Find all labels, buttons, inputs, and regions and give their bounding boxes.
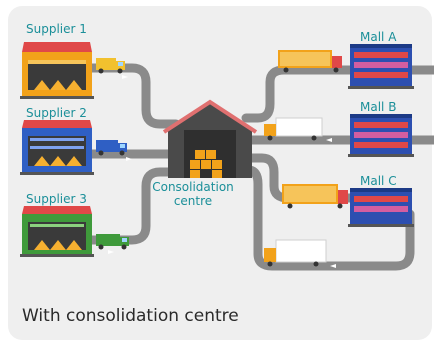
mall-c-building [348,188,414,227]
truck-supplier1 [96,58,125,74]
road-mall-c-loop [241,165,415,271]
mall-a-label: Mall A [360,30,397,44]
supplier3-label: Supplier 3 [26,192,87,206]
truck-mall-c [282,184,348,209]
truck-return [264,239,327,267]
supplier2-label: Supplier 2 [26,106,87,120]
truck-mall-b [264,117,323,141]
supplier2-warehouse [20,120,94,175]
supplier3-warehouse [20,206,94,257]
road-mall-a [241,65,355,123]
truck-supplier2 [96,140,127,156]
mall-a-building [348,44,414,89]
consolidation-label-line2: centre [173,194,213,208]
supplier1-warehouse [20,42,94,99]
consolidation-warehouse [162,99,258,178]
supplier1-label: Supplier 1 [26,22,87,36]
mall-c-label: Mall C [360,174,397,188]
consolidation-label-line1: Consolidation [152,180,234,194]
diagram-caption: With consolidation centre [22,306,239,326]
consolidation-label: Consolidation centre [140,180,246,208]
road-network [87,63,434,271]
arrow-supplier3 [108,250,114,254]
truck-supplier3 [96,234,129,250]
mall-b-label: Mall B [360,100,397,114]
mall-b-building [348,114,414,157]
road-supplier1 [87,63,181,129]
arrow-mall-b [326,138,332,142]
truck-mall-a [278,50,342,73]
road-supplier3 [87,167,181,245]
arrow-return [330,264,336,268]
arrow-supplier1 [122,75,128,79]
arrow-supplier2 [126,157,132,161]
